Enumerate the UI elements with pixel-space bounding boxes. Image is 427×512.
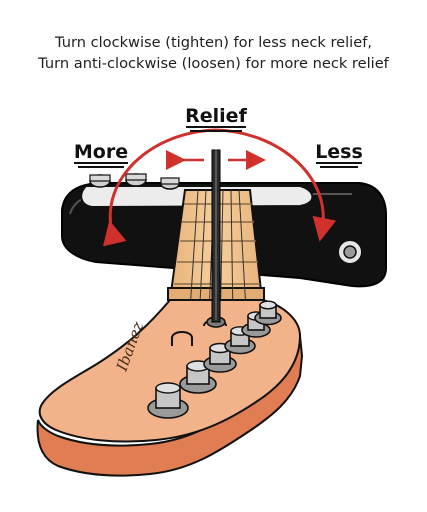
control-knob [125, 173, 147, 187]
tuner-peg [254, 300, 282, 326]
less-label: Less [315, 141, 363, 163]
output-jack [337, 239, 363, 265]
more-underline [74, 162, 128, 168]
string-tree [171, 331, 193, 346]
allen-key-icon [211, 149, 221, 323]
control-knob [160, 177, 180, 190]
tuner-peg [147, 382, 189, 419]
caption-line-1: Turn clockwise (tighten) for less neck r… [55, 34, 372, 51]
less-underline [316, 162, 362, 168]
tuner-peg [179, 360, 217, 394]
caption-line-2: Turn anti-clockwise (loosen) for more ne… [38, 55, 389, 72]
tuner-peg [203, 342, 237, 373]
relief-underline [186, 126, 246, 132]
instruction-caption: Turn clockwise (tighten) for less neck r… [0, 32, 427, 74]
relief-label: Relief [185, 105, 247, 127]
tuner-pegs [147, 300, 282, 419]
more-label: More [74, 141, 128, 163]
control-knob [89, 174, 111, 188]
